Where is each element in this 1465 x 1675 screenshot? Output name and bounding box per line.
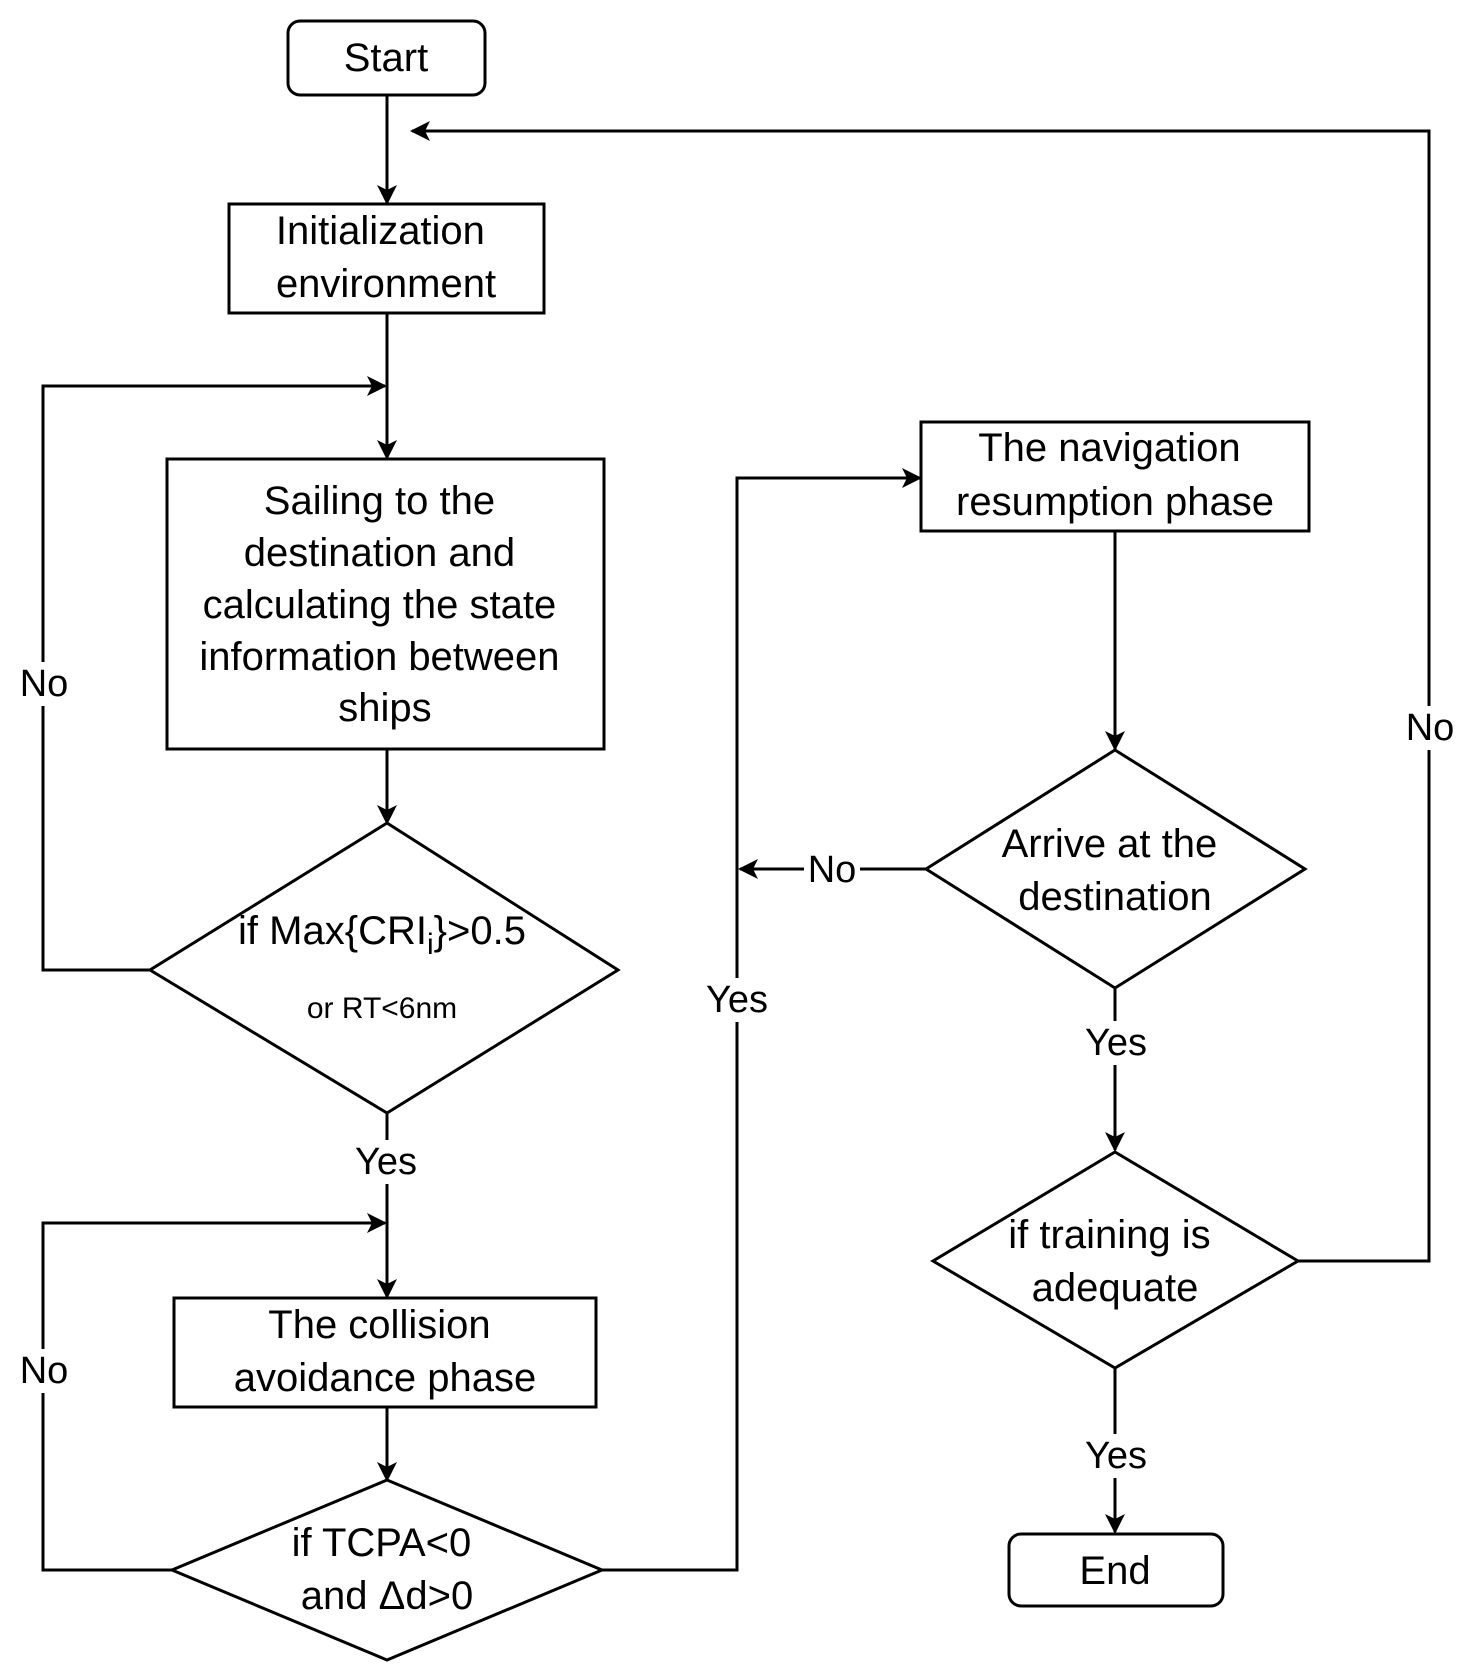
- collision-node-label: The collision avoidance phase: [234, 1303, 536, 1400]
- edge-tcpa-no-loop: [41, 1213, 387, 1572]
- label-bg: [1080, 1434, 1152, 1478]
- sailing-node-label: Sailing to the destination and calculati…: [199, 479, 570, 730]
- init-node-label-line: environment: [276, 262, 496, 306]
- tcpa-decision-node: if TCPA<0 and Δd>0: [168, 1478, 606, 1662]
- sailing-node-label-line: information between: [199, 635, 559, 679]
- init-node-label-line: Initialization: [276, 209, 485, 253]
- init-node-label: Initialization environment: [276, 209, 496, 306]
- cri-decision-line1: if Max{CRIi}>0.5: [238, 909, 526, 961]
- start-node: Start: [286, 19, 487, 97]
- training-yes-label: Yes: [1085, 1435, 1147, 1477]
- edge-tcpa-yes-to-navigation: [602, 468, 922, 1572]
- collision-node-label-line: avoidance phase: [234, 1356, 536, 1400]
- arrive-yes-label: Yes: [1085, 1022, 1147, 1064]
- training-decision-node: if training is adequate: [930, 1150, 1301, 1370]
- sailing-node-label-line: destination and: [244, 531, 515, 575]
- label-bg: [1080, 1021, 1152, 1065]
- training-decision-diamond: [930, 1150, 1301, 1370]
- tcpa-yes-label: Yes: [706, 979, 768, 1021]
- arrive-decision-label: Arrive at the destination: [1002, 822, 1229, 919]
- navigation-node-box: [919, 420, 1311, 533]
- navigation-node: The navigation resumption phase: [919, 420, 1311, 533]
- label-bg: [702, 978, 774, 1022]
- tcpa-no-label: No: [20, 1350, 69, 1392]
- training-no-label: No: [1406, 707, 1455, 749]
- cri-decision-subscript: i: [427, 928, 434, 961]
- start-node-label: Start: [344, 36, 428, 80]
- training-decision-label: if training is adequate: [1008, 1213, 1221, 1310]
- sailing-node-box: [165, 457, 606, 751]
- edge-labels: No Yes No Yes No Yes No Yes: [18, 662, 1457, 1478]
- arrive-decision-diamond: [923, 748, 1308, 990]
- cri-decision-prefix: if Max{CRI: [238, 909, 427, 953]
- arrive-decision-label-line: Arrive at the: [1002, 822, 1218, 866]
- end-node-label: End: [1079, 1549, 1150, 1593]
- collision-node-label-line: The collision: [268, 1303, 490, 1347]
- arrive-decision-node: Arrive at the destination: [923, 748, 1308, 990]
- edge-training-no-loop: [410, 121, 1431, 1263]
- cri-yes-label: Yes: [355, 1141, 417, 1183]
- cri-decision-node: if Max{CRIi}>0.5 or RT<6nm: [147, 821, 621, 1115]
- start-node-box: [286, 19, 487, 97]
- collision-node-box: [172, 1296, 598, 1409]
- tcpa-decision-label: if TCPA<0 and Δd>0: [292, 1521, 483, 1618]
- label-bg: [804, 849, 860, 891]
- cri-no-label: No: [20, 663, 69, 705]
- cri-decision-diamond: [147, 821, 621, 1115]
- arrive-no-label: No: [808, 849, 857, 891]
- sailing-node-label-line: ships: [338, 686, 431, 730]
- label-bg: [18, 662, 70, 706]
- sailing-node-label-line: Sailing to the: [264, 479, 495, 523]
- label-bg: [18, 1349, 70, 1393]
- tcpa-decision-label-line: and Δd>0: [301, 1574, 473, 1618]
- collision-node: The collision avoidance phase: [172, 1296, 598, 1409]
- sailing-node: Sailing to the destination and calculati…: [165, 457, 606, 751]
- init-node: Initialization environment: [227, 202, 546, 315]
- init-node-box: [227, 202, 546, 315]
- cri-decision-line2: or RT<6nm: [307, 992, 457, 1025]
- label-bg: [1403, 706, 1457, 750]
- sailing-node-label-line: calculating the state: [203, 583, 557, 627]
- label-bg: [350, 1140, 422, 1184]
- navigation-node-label-line: The navigation: [978, 426, 1240, 470]
- navigation-node-label-line: resumption phase: [956, 480, 1274, 524]
- training-decision-label-line: adequate: [1032, 1266, 1199, 1310]
- end-node: End: [1007, 1532, 1225, 1608]
- training-decision-label-line: if training is: [1008, 1213, 1210, 1257]
- navigation-node-label: The navigation resumption phase: [956, 426, 1274, 524]
- cri-decision-suffix: }>0.5: [434, 909, 526, 953]
- end-node-box: [1007, 1532, 1225, 1608]
- tcpa-decision-label-line: if TCPA<0: [292, 1521, 472, 1565]
- tcpa-decision-diamond: [168, 1478, 606, 1662]
- arrive-decision-label-line: destination: [1018, 875, 1211, 919]
